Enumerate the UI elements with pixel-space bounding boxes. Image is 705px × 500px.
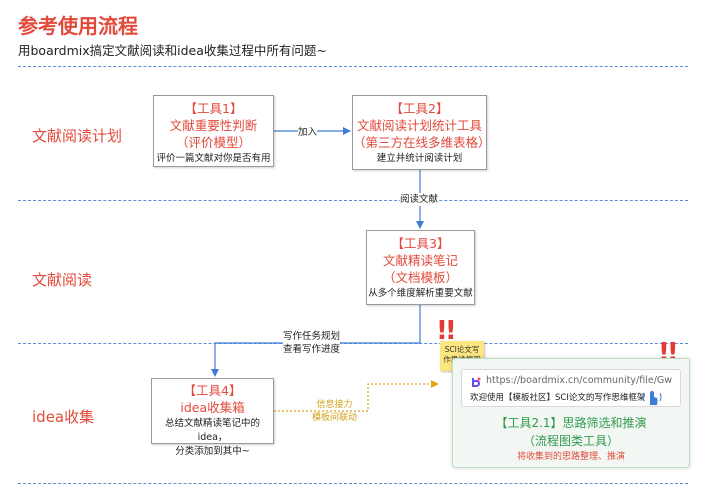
- section-label-idea-collection: idea收集: [32, 408, 95, 426]
- link-description: 欢迎使用【模板社区】SCI论文的写作思维框架: [470, 393, 646, 403]
- connector-label-writing-task: 写作任务规划 查看写作进度: [283, 330, 341, 356]
- tool21-title: 【工具2.1】思路筛选和推演: [495, 416, 647, 430]
- tool4-desc-line1: 总结文献精读笔记中的idea，: [164, 418, 260, 443]
- alert-icon: !!: [436, 316, 457, 346]
- connector-label-relay-line1: 信息接力: [316, 400, 353, 410]
- section-label-reading: 文献阅读: [32, 271, 93, 289]
- connector-label-writing-task-line2: 查看写作进度: [283, 344, 341, 355]
- page-title: 参考使用流程: [18, 14, 138, 38]
- tool4-tag: 【工具4】: [183, 383, 242, 398]
- tool1-title: 文献重要性判断: [169, 118, 258, 133]
- tool1-tag: 【工具1】: [184, 101, 243, 116]
- tool2-subtitle: （第三方在线多维表格）: [353, 135, 491, 150]
- tool2-title: 文献阅读计划统计工具: [356, 118, 482, 133]
- boardmix-logo-icon: [470, 376, 482, 388]
- tool2-desc: 建立并统计阅读计划: [376, 153, 463, 164]
- link-url[interactable]: https://boardmix.cn/community/file/Gw: [486, 375, 673, 386]
- tool4-desc-line2: 分类添加到其中~: [175, 446, 250, 457]
- connector-label-read: 阅读文献: [400, 193, 439, 206]
- connector-label-writing-task-line1: 写作任务规划: [283, 331, 341, 342]
- section-label-reading-plan: 文献阅读计划: [32, 127, 123, 145]
- section-divider: [18, 66, 688, 67]
- arrow-tool4-to-framework: [274, 380, 439, 412]
- tool21-card[interactable]: https://boardmix.cn/community/file/Gw 欢迎…: [452, 358, 690, 468]
- tool1-subtitle: （评价模型）: [175, 135, 251, 150]
- tool3-title: 文献精读笔记: [382, 253, 458, 268]
- link-preview-card[interactable]: https://boardmix.cn/community/file/Gw 欢迎…: [461, 369, 681, 407]
- tool1-box[interactable]: 【工具1】 文献重要性判断 （评价模型） 评价一篇文献对你是否有用: [153, 95, 274, 167]
- tool3-box[interactable]: 【工具3】 文献精读笔记 （文档模板） 从多个维度解析重要文献: [366, 230, 475, 305]
- sticky-note-line1: SCI论文写: [444, 345, 480, 354]
- section-divider: [18, 200, 688, 201]
- connector-label-relay: 信息接力 模板间联动: [312, 399, 357, 425]
- tool1-desc: 评价一篇文献对你是否有用: [156, 153, 271, 164]
- tool2-box[interactable]: 【工具2】 文献阅读计划统计工具 （第三方在线多维表格） 建立并统计阅读计划: [352, 95, 491, 170]
- tool2-tag: 【工具2】: [390, 101, 449, 116]
- tool3-desc: 从多个维度解析重要文献: [368, 288, 473, 299]
- click-hand-icon: [642, 391, 662, 405]
- section-divider: [18, 483, 688, 484]
- tool3-subtitle: （文档模板）: [382, 270, 458, 285]
- tool21-subtitle: （流程图类工具）: [522, 434, 619, 448]
- page-subtitle: 用boardmix搞定文献阅读和idea收集过程中所有问题~: [18, 43, 327, 58]
- connector-label-relay-line2: 模板间联动: [312, 413, 358, 423]
- tool21-desc: 将收集到的思路整理、推演: [516, 452, 625, 462]
- tool4-box[interactable]: 【工具4】 idea收集箱 总结文献精读笔记中的idea， 分类添加到其中~: [151, 378, 274, 457]
- connector-label-add: 加入: [298, 126, 318, 139]
- tool3-tag: 【工具3】: [391, 236, 450, 251]
- tool4-title: idea收集箱: [180, 400, 245, 415]
